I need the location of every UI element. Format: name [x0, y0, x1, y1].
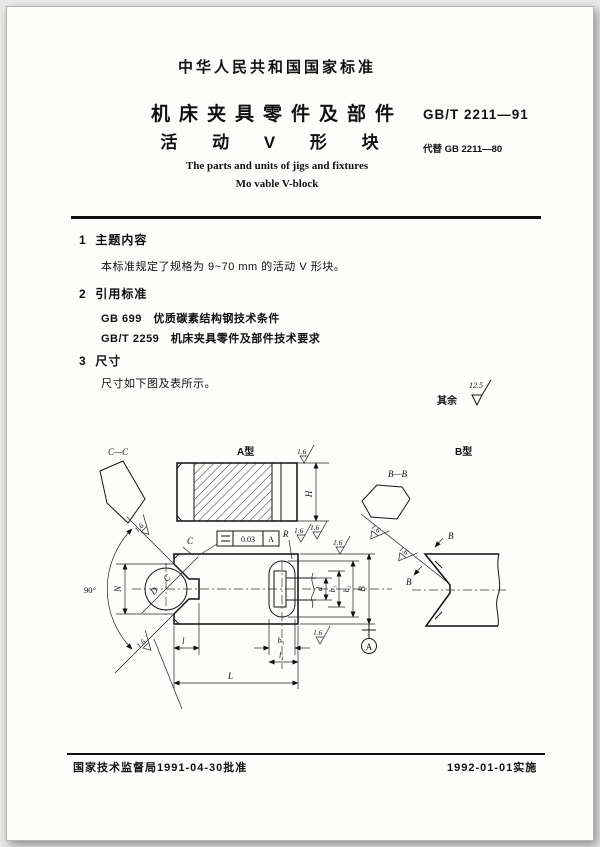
roughness-mark: [392, 541, 419, 568]
view-bb-label: B—B: [388, 469, 408, 479]
roughness-mark: [296, 444, 315, 464]
tolerance-leader: [200, 543, 218, 555]
view-cc-section: C—C: [99, 447, 146, 524]
screw-shaft: [286, 577, 316, 601]
section-2-number: 2: [79, 287, 87, 301]
roughness-mark: [293, 523, 312, 543]
section-b-letter-upper: B: [448, 531, 454, 541]
section-diagonal-line: [153, 638, 183, 710]
plan-corner-chamfers: [173, 553, 180, 625]
title-english-line2: Mo vable V-block: [235, 178, 319, 190]
view-b-label: B型: [455, 445, 472, 458]
bb-section-cut-shape: [361, 484, 411, 520]
a-type-hatch: [194, 463, 272, 521]
view-a-label: A型: [237, 445, 254, 458]
view-plan-main: D C C 90° N: [84, 513, 392, 710]
technical-drawing: 1.6 C—C A型 H B型 B—: [84, 444, 507, 710]
angle-dimension-arc: [106, 528, 133, 650]
section-3-title: 尺寸: [95, 354, 122, 368]
footer-rule: [67, 753, 545, 755]
footer-implementation: 1992-01-01实施: [447, 762, 538, 774]
cc-section-cut-shape: [99, 460, 146, 524]
section-b-arrow-upper: [434, 537, 444, 548]
workpiece-diameter-line: [141, 556, 199, 614]
roughness-mark: [130, 513, 157, 540]
section-1-number: 1: [79, 233, 87, 247]
header-rule: [71, 216, 541, 219]
section-c-letter: C: [187, 536, 194, 546]
section-c-tick: [182, 546, 192, 555]
dim-H-extension-lines: [297, 462, 329, 522]
dim-b1-vertical-label: b₁: [328, 585, 337, 592]
section-b-arrow-lower: [413, 565, 423, 576]
b-type-body-outline: [423, 553, 499, 627]
general-roughness-note: 其余 12.5: [437, 377, 505, 411]
footer-approval: 国家技术监督局1991-04-30批准: [73, 762, 248, 774]
view-b-type: B型 B—B B B: [360, 445, 507, 627]
datum-a-symbol: A: [361, 624, 377, 654]
dim-d-label: d: [315, 586, 324, 591]
title-chinese-line2: 活 动 V 形 块: [160, 133, 394, 152]
dim-l1-label: l₁: [279, 651, 284, 660]
dim-D-label: D: [147, 585, 160, 598]
reference-standard-2: GB/T 2259 机床夹具零件及部件技术要求: [101, 333, 321, 345]
tolerance-datum-ref: A: [268, 535, 274, 544]
section-1-body: 本标准规定了规格为 9~70 mm 的活动 V 形块。: [101, 261, 346, 273]
view-cc-label: C—C: [108, 447, 129, 457]
dim-B-label: B: [357, 586, 367, 592]
replaces-note: 代替 GB 2211—80: [423, 144, 503, 155]
standard-number: GB/T 2211—91: [423, 107, 529, 122]
datum-a-letter: A: [366, 642, 373, 652]
parallelism-symbol: [221, 535, 230, 542]
slot-outline: [268, 560, 296, 618]
view-a-type: A型 H: [176, 444, 329, 543]
section-3-number: 3: [79, 354, 87, 368]
b-type-break-line: [496, 553, 501, 627]
right-dim-extension-lines: [288, 553, 375, 625]
section-b-letter-lower: B: [406, 577, 412, 587]
dim-H-label: H: [304, 490, 314, 498]
dim-N-label: N: [113, 585, 123, 593]
roughness-mark: [312, 625, 331, 645]
a-type-body: [176, 462, 298, 522]
title-chinese-line1: 机床夹具零件及部件: [150, 104, 403, 125]
section-3-body: 尺寸如下图及表所示。: [101, 378, 216, 390]
roughness-12-5-symbol: 12.5: [469, 379, 492, 407]
dim-C-label: C: [161, 572, 173, 584]
dim-b2-label: b₂: [342, 585, 351, 592]
roughness-mark: [332, 535, 351, 555]
roughness-general-value: 12.5: [469, 381, 483, 390]
section-3-heading: 3 尺寸: [79, 352, 121, 369]
roughness-mark: [364, 519, 391, 546]
roughness-mark: [309, 520, 328, 540]
dim-R-leader: [288, 539, 293, 560]
section-2-title: 引用标准: [95, 287, 148, 301]
roughness-note-prefix: 其余: [437, 396, 457, 407]
b-type-chamfer-ticks: [434, 560, 443, 620]
tolerance-frame: 0.03 A: [200, 530, 280, 555]
dim-l-label: l: [182, 636, 185, 646]
section-2-heading: 2 引用标准: [79, 285, 147, 302]
a-type-inner-lines: [176, 462, 282, 522]
bottom-dim-extension-lines: [173, 603, 299, 689]
screw-head-outline: [273, 570, 287, 608]
shaft-break-line: [311, 572, 315, 609]
tolerance-value: 0.03: [241, 535, 255, 544]
section-1-title: 主题内容: [95, 233, 148, 247]
title-english-line1: The parts and units of jigs and fixtures: [185, 160, 369, 172]
roughness-triangle: [471, 394, 483, 407]
section-1-heading: 1 主题内容: [79, 231, 147, 248]
roughness-slash: [481, 379, 492, 396]
dim-b1-bottom-label: b₁: [278, 636, 285, 645]
v-face-lower-extension: [114, 598, 190, 674]
national-standard-header: 中华人民共和国国家标准: [177, 59, 376, 76]
reference-standard-1: GB 699 优质碳素结构钢技术条件: [101, 313, 280, 325]
dim-angle-label: 90°: [84, 585, 96, 595]
dim-R-label: R: [282, 529, 289, 539]
document-page: 中华人民共和国国家标准 机床夹具零件及部件 活 动 V 形 块 The part…: [6, 6, 594, 841]
dim-L-label: L: [227, 671, 233, 681]
